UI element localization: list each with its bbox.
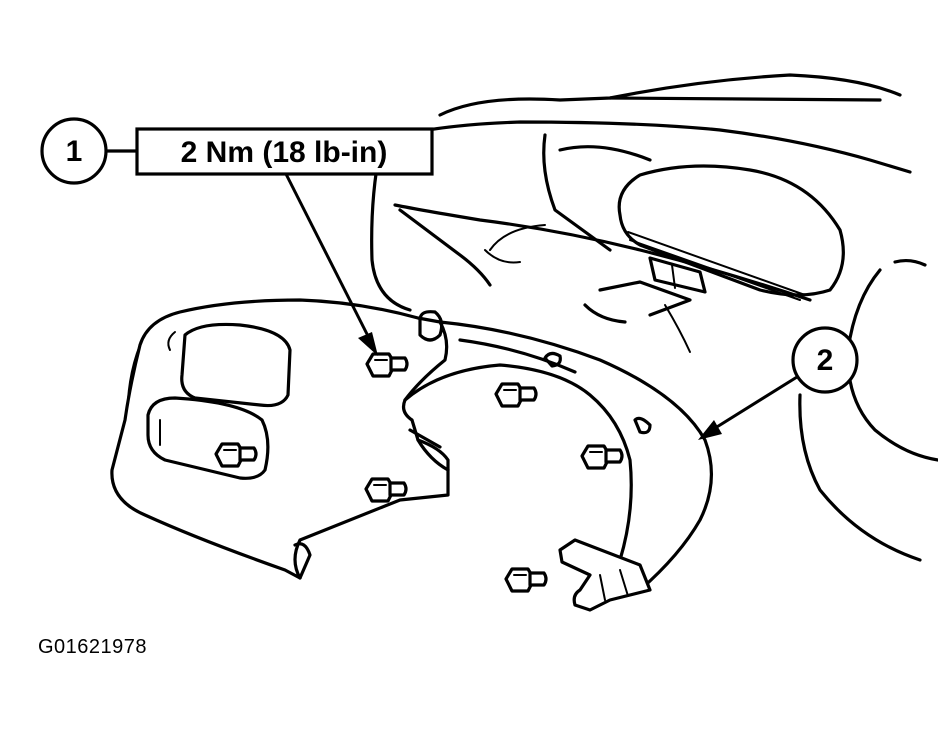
figure-id: G01621978 bbox=[38, 636, 148, 658]
callout-1-number: 1 bbox=[66, 135, 83, 168]
bolt bbox=[364, 477, 408, 503]
bolt bbox=[365, 352, 409, 378]
bolt bbox=[580, 444, 624, 470]
callout-1: 1 2 Nm (18 lb-in) bbox=[40, 117, 434, 356]
callout-2-leader bbox=[711, 375, 798, 432]
bolt bbox=[214, 442, 258, 468]
torque-spec-box bbox=[135, 127, 434, 176]
callout-2-arrowhead bbox=[698, 420, 722, 440]
callout-2: 2 bbox=[698, 326, 859, 440]
callout-2-number: 2 bbox=[817, 344, 834, 377]
torque-spec-label: 2 Nm (18 lb-in) bbox=[181, 136, 388, 169]
callout-1-arrowhead bbox=[358, 332, 378, 356]
bolt bbox=[504, 567, 548, 593]
bolt bbox=[494, 382, 538, 408]
dashboard-background bbox=[370, 73, 938, 562]
trim-panel-left bbox=[110, 298, 450, 580]
callout-2-circle bbox=[791, 326, 859, 394]
trim-panel-right bbox=[403, 310, 713, 612]
callout-1-leader bbox=[284, 173, 372, 341]
